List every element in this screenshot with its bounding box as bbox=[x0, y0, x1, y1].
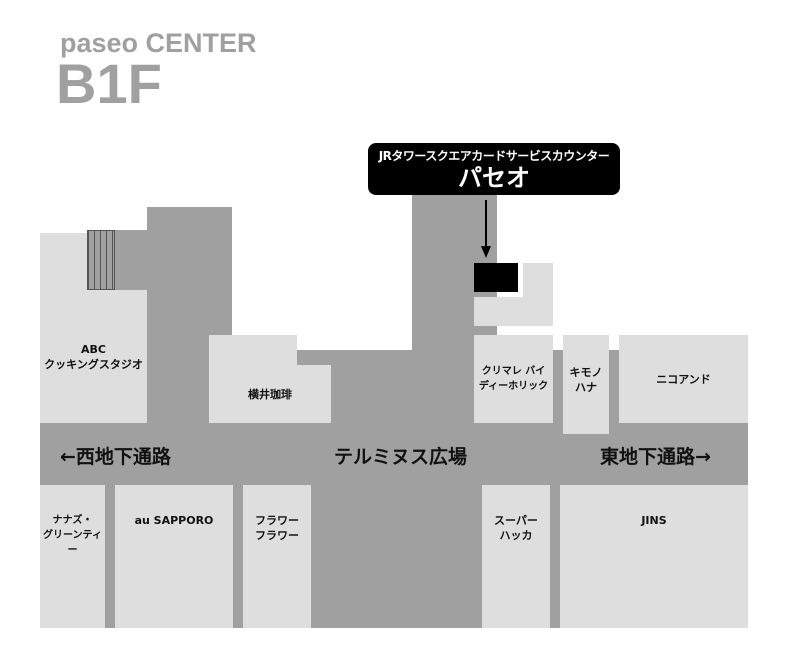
shop-label: キモノ bbox=[569, 365, 603, 379]
arrow-down-icon bbox=[481, 200, 491, 258]
shop-kimono-hana[interactable]: キモノ ハナ bbox=[563, 335, 609, 434]
shop-curimare[interactable]: クリマレ バイ ディーホリック bbox=[474, 335, 553, 423]
shop-jins[interactable]: JINS bbox=[560, 485, 748, 628]
shop-label: JINS bbox=[641, 514, 667, 527]
shop-label: スーパー bbox=[494, 514, 538, 527]
shop-label: フラワー bbox=[255, 529, 299, 542]
shop-super-hakka[interactable]: スーパー ハッカ bbox=[482, 485, 550, 628]
callout-subtitle: JRタワースクエアカードサービスカウンター bbox=[378, 149, 610, 163]
shop-label: フラワー bbox=[255, 514, 299, 527]
service-counter[interactable] bbox=[474, 263, 518, 292]
shop-label: ハナ bbox=[575, 380, 597, 394]
shop-yokoi-coffee-ext bbox=[296, 365, 331, 423]
shop-label: au SAPPORO bbox=[134, 514, 214, 527]
terminus-plaza-label: テルミヌス広場 bbox=[334, 446, 468, 468]
east-passage-label: 東地下通路→ bbox=[600, 446, 711, 468]
paseo-counter-callout: JRタワースクエアカードサービスカウンター パセオ bbox=[368, 143, 620, 195]
floor-label: B1F bbox=[56, 52, 162, 115]
building-name: paseo CENTER bbox=[60, 28, 257, 58]
counter-area bbox=[523, 263, 553, 303]
shop-label: 横井珈琲 bbox=[248, 387, 292, 401]
walkway bbox=[115, 230, 155, 290]
shop-label: ディーホリック bbox=[478, 381, 549, 392]
shop-label: グリーンティー bbox=[43, 530, 102, 556]
shop-label: ABC bbox=[81, 342, 106, 356]
shop-yokoi-coffee[interactable] bbox=[209, 335, 297, 423]
shop-label: ニコアンド bbox=[656, 372, 711, 386]
shop-flower-flower[interactable]: フラワー フラワー bbox=[243, 485, 311, 628]
west-passage-label: ←西地下通路 bbox=[60, 446, 171, 468]
shop-abc-cooking-studio[interactable]: ABC クッキングスタジオ bbox=[40, 290, 147, 423]
shop-au-sapporo[interactable]: au SAPPORO bbox=[115, 485, 233, 628]
shop-niko-and[interactable]: ニコアンド bbox=[619, 335, 748, 423]
shop-abc-cooking-studio-upper bbox=[40, 233, 87, 291]
callout-title: パセオ bbox=[458, 164, 530, 192]
shop-yokoi-coffee-label: 横井珈琲 bbox=[209, 365, 331, 423]
shop-label: クッキングスタジオ bbox=[44, 357, 143, 371]
shop-label: クリマレ バイ bbox=[481, 366, 546, 377]
shop-nanas-green-tea[interactable]: ナナズ・ グリーンティー bbox=[40, 485, 105, 628]
shop-label: ナナズ・ bbox=[52, 515, 93, 526]
counter-area bbox=[474, 297, 553, 326]
stairs-icon bbox=[87, 230, 115, 290]
shop-label: ハッカ bbox=[499, 529, 533, 542]
